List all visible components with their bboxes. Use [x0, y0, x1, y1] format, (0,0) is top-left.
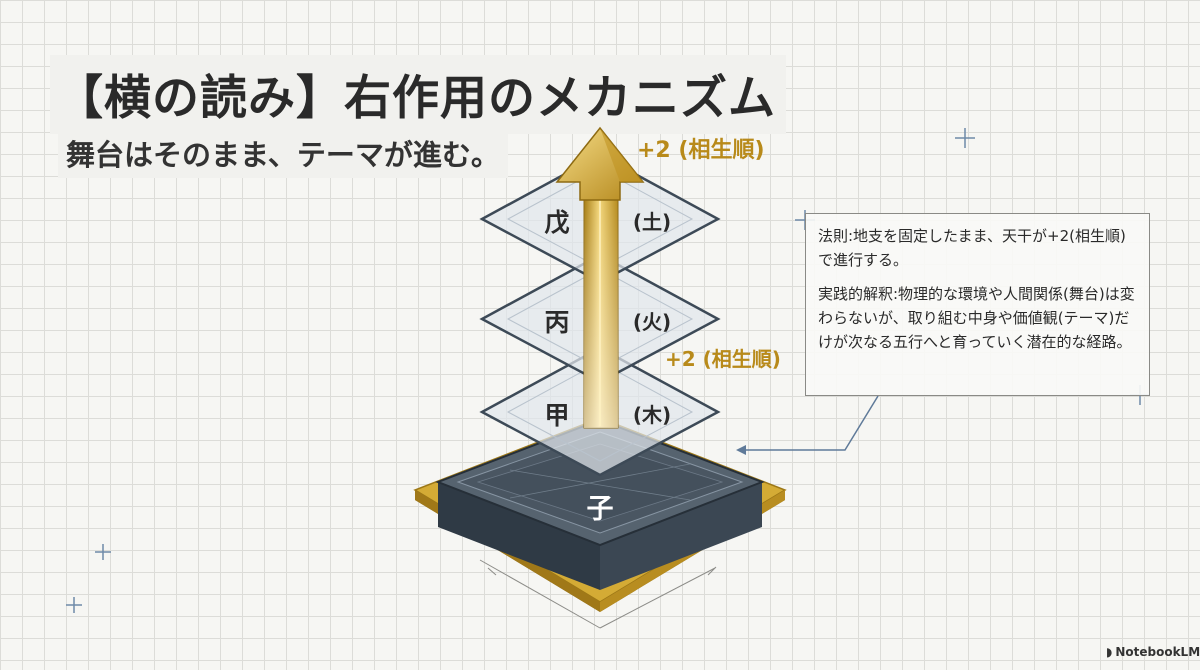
- layer-element-kou: (木): [633, 403, 671, 427]
- notebooklm-icon: ◗: [1106, 645, 1113, 659]
- layer-stem-kou: 甲: [544, 401, 569, 430]
- notebooklm-logo: ◗NotebookLM: [1106, 645, 1200, 659]
- layer-stem-hei: 丙: [544, 308, 569, 337]
- rule-text: 法則:地支を固定したまま、天干が+2(相生順)で進行する。: [818, 227, 1126, 269]
- layer-element-hei: (火): [633, 310, 671, 334]
- dimension-lines: [479, 559, 717, 629]
- leader-arrow: [736, 395, 879, 455]
- page-subtitle: 舞台はそのまま、テーマが進む。: [58, 128, 508, 178]
- progression-arrow: [555, 126, 645, 429]
- page-title: 【横の読み】右作用のメカニズム: [50, 55, 786, 134]
- explanation-box: 法則:地支を固定したまま、天干が+2(相生順)で進行する。 実践的解釈:物理的な…: [805, 213, 1150, 396]
- base-platform: [413, 417, 787, 612]
- base-branch-label: 子: [587, 494, 614, 525]
- layer-element-bo: (土): [633, 210, 671, 234]
- step-label-middle: +2 (相生順): [665, 347, 781, 371]
- step-label-top: +2 (相生順): [637, 138, 765, 163]
- layer-stem-bo: 戊: [544, 208, 569, 237]
- interpretation-text: 実践的解釈:物理的な環境や人間関係(舞台)は変わらないが、取り組む中身や価値観(…: [818, 285, 1135, 351]
- brand-label: NotebookLM: [1115, 645, 1200, 659]
